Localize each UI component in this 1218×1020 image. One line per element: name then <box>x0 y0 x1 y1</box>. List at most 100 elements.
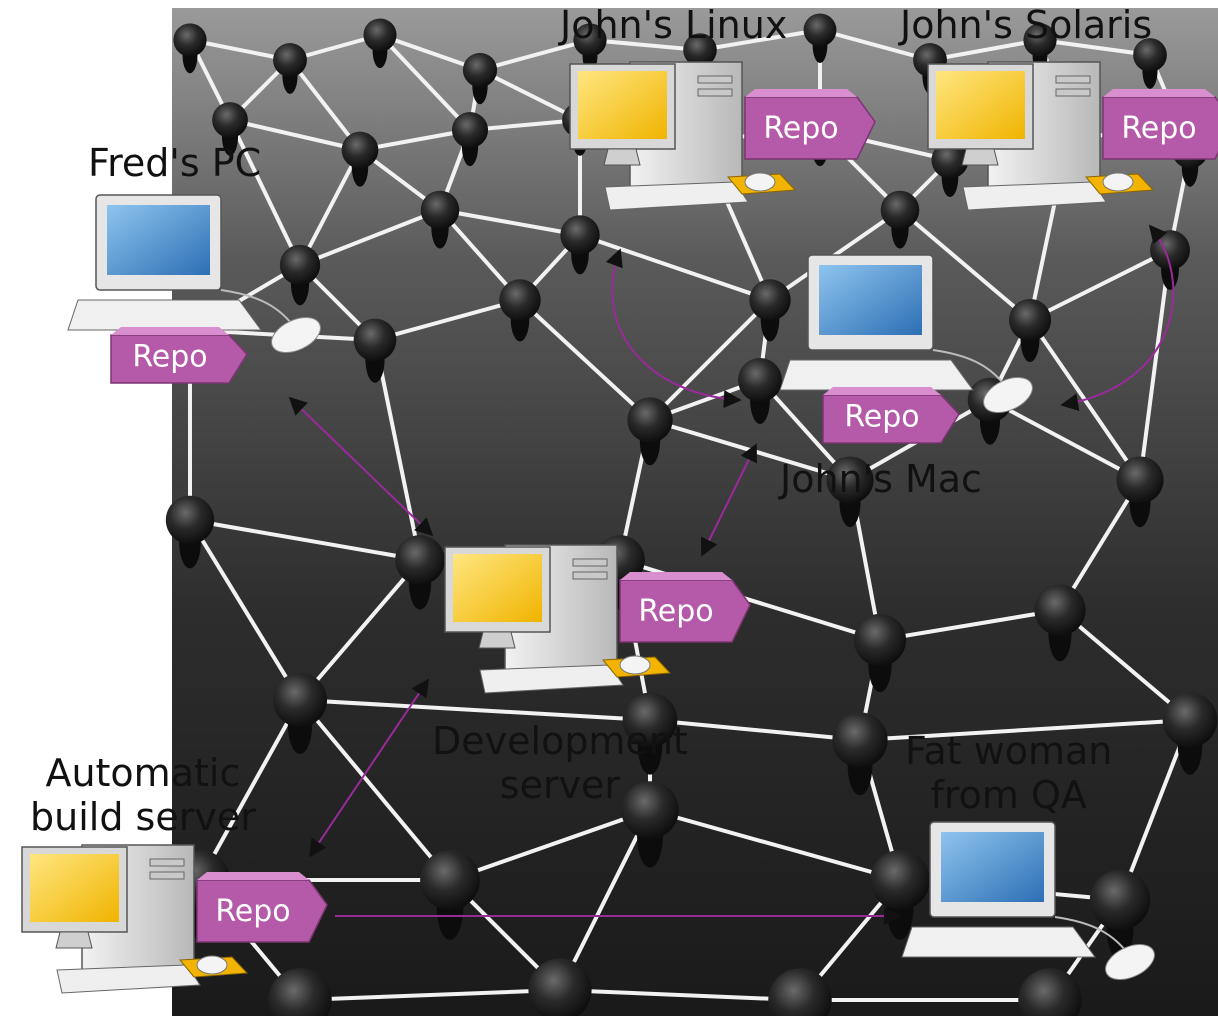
network-node <box>627 397 673 443</box>
monitor-stand <box>55 931 93 949</box>
computer-johns-solaris: Repo <box>927 61 1218 211</box>
label-johns-solaris: John's Solaris <box>900 3 1153 47</box>
network-node <box>683 33 717 67</box>
network-link <box>479 38 591 72</box>
network-node <box>622 692 678 748</box>
network-link <box>819 28 931 62</box>
network-node <box>420 850 480 910</box>
computer-development-server: Repo <box>444 544 751 694</box>
network-node <box>880 190 920 230</box>
keyboard <box>962 181 1107 211</box>
drive-bay <box>572 558 608 567</box>
repo-label: Repo <box>215 894 290 929</box>
network-node <box>749 279 791 321</box>
arrow-layer <box>288 224 1175 925</box>
network-link <box>379 33 481 72</box>
network-link <box>188 518 302 702</box>
network-link <box>288 58 362 152</box>
label-line: server <box>499 762 621 807</box>
network-link <box>1039 38 1151 57</box>
label-fat-woman-from-qa: Fat woman from QA <box>905 729 1113 817</box>
network-node <box>272 672 328 728</box>
drive-bay <box>697 88 733 97</box>
network-link <box>299 988 561 1002</box>
network-link <box>299 208 441 267</box>
network-node <box>341 131 379 169</box>
network-node <box>173 23 207 57</box>
network-link <box>649 718 861 742</box>
network-link <box>898 208 1032 322</box>
network-node <box>499 279 541 321</box>
network-link <box>439 208 581 237</box>
monitor-stand <box>603 148 641 166</box>
drive-bay <box>1055 88 1091 97</box>
repo-label: Repo <box>844 400 919 435</box>
label-line: from QA <box>930 772 1087 817</box>
keyboard <box>604 181 749 211</box>
network-node <box>273 43 307 77</box>
network-node <box>1133 38 1167 72</box>
network-node <box>826 456 874 504</box>
repo-label: Repo <box>1121 111 1196 146</box>
network-node <box>560 215 600 255</box>
monitor-screen <box>936 71 1025 139</box>
mouse <box>1102 172 1134 192</box>
label-line: Fat woman <box>905 729 1113 773</box>
network-node <box>528 958 592 1020</box>
network-link <box>929 38 1041 62</box>
mouse <box>196 955 228 975</box>
network-link <box>559 988 801 1002</box>
network-node <box>420 190 460 230</box>
drive-bay <box>149 858 185 867</box>
network-link <box>374 298 521 342</box>
repo-box-top <box>745 89 857 97</box>
laptop-screen <box>819 265 922 335</box>
mouse <box>619 655 651 675</box>
arrow-solaris-mac <box>1060 224 1175 412</box>
network-link <box>298 558 422 702</box>
monitor-screen <box>578 71 667 139</box>
label-line: build server <box>30 794 256 839</box>
network-node <box>212 102 248 138</box>
label-johns-linux: John's Linux <box>560 3 788 47</box>
network-link <box>189 38 291 62</box>
drive-bay <box>149 871 185 880</box>
network-link <box>378 33 472 132</box>
label-automatic-build-server: Automatic build server <box>30 751 256 839</box>
repo-box-top <box>823 387 941 395</box>
mouse <box>983 377 1033 413</box>
network-node <box>268 968 332 1020</box>
arrow-freds-dev <box>288 396 434 537</box>
mouse-cable <box>1054 916 1126 951</box>
label-freds-pc: Fred's PC <box>88 141 262 185</box>
network-link <box>1058 608 1192 722</box>
network-link <box>298 149 362 266</box>
network-link <box>198 699 302 881</box>
network-node <box>853 613 907 667</box>
repo-label: Repo <box>763 111 838 146</box>
laptop-screen <box>941 832 1044 902</box>
label-johns-mac: John's Mac <box>780 457 982 501</box>
network-node <box>451 111 489 149</box>
laptop-base <box>901 926 1096 958</box>
network-node <box>1116 456 1164 504</box>
network-link <box>449 808 651 882</box>
label-line: Development <box>432 719 688 763</box>
arrow-linux-mac <box>605 248 742 409</box>
network-node <box>768 968 832 1020</box>
keyboard <box>56 964 201 994</box>
computer-fat-woman-from-qa <box>901 821 1155 980</box>
keyboard <box>479 664 624 694</box>
network-node <box>462 52 498 88</box>
laptop-screen <box>107 205 210 275</box>
repo-label: Repo <box>638 594 713 629</box>
repo-box-top <box>111 327 229 335</box>
label-development-server: Development server <box>432 719 688 807</box>
network-link <box>469 118 581 132</box>
monitor-stand <box>961 148 999 166</box>
mouse <box>271 317 321 353</box>
computer-johns-linux: Repo <box>569 61 876 211</box>
network-node <box>870 850 930 910</box>
network-link <box>649 808 901 882</box>
